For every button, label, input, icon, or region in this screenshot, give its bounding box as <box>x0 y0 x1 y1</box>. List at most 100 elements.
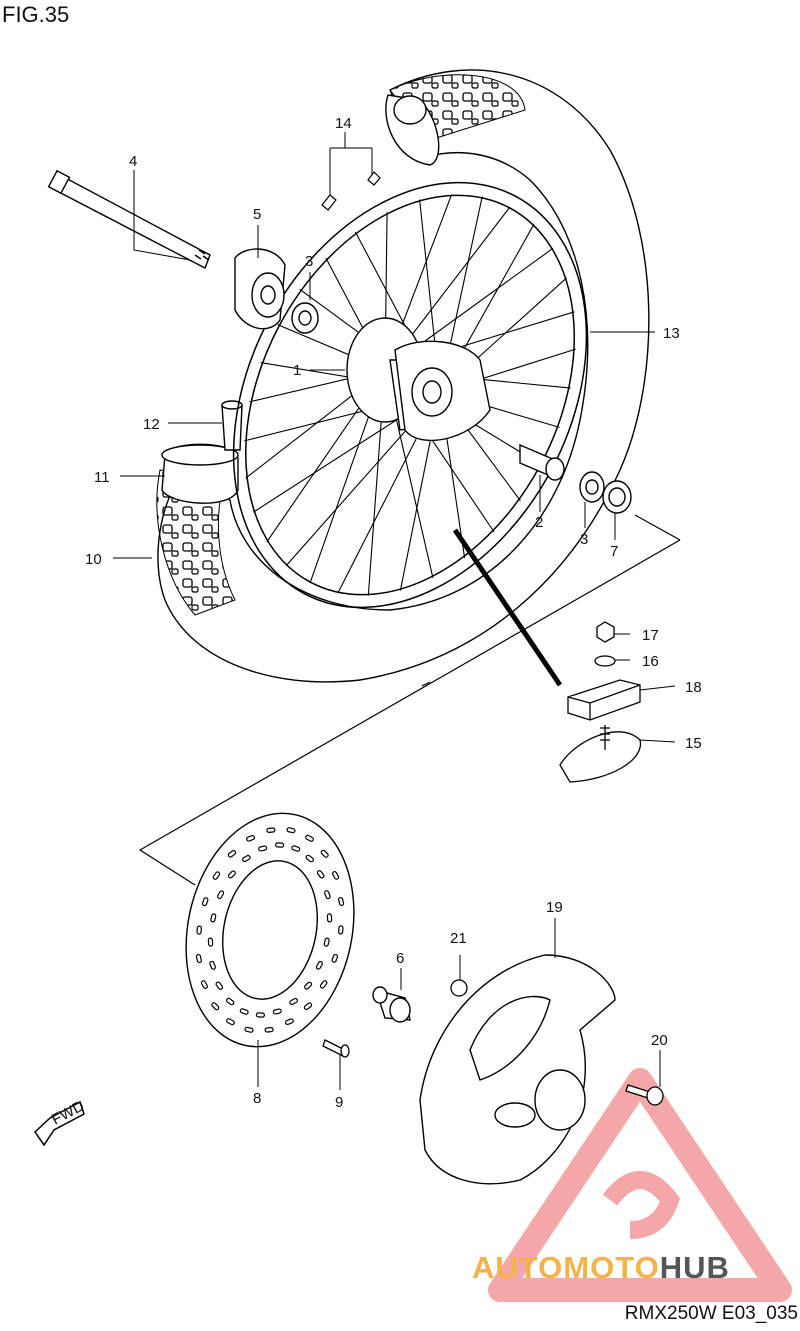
disc-hole <box>207 937 214 947</box>
callout-15: 15 <box>685 735 702 752</box>
disc-hole <box>332 871 340 880</box>
disc-hole <box>324 890 331 900</box>
disc-cover <box>419 954 616 1185</box>
disc-hole <box>319 980 328 989</box>
bolt-20 <box>625 1084 664 1106</box>
callout-6: 6 <box>396 950 404 967</box>
callout-3-top: 3 <box>305 253 313 270</box>
disc-hole <box>272 1008 282 1015</box>
disc-hole <box>264 1027 274 1033</box>
disc-hole <box>212 871 221 880</box>
callout-21: 21 <box>450 930 467 947</box>
tire <box>156 69 650 683</box>
disc-hole <box>244 1026 254 1033</box>
callout-11: 11 <box>94 469 110 486</box>
disc-hole <box>303 1002 313 1011</box>
disc-hole <box>210 913 217 923</box>
callout-12: 12 <box>143 416 160 433</box>
disc-hole <box>201 897 209 907</box>
callout-19: 19 <box>546 899 563 916</box>
nut-21 <box>450 979 468 997</box>
callout-2: 2 <box>535 514 543 531</box>
inner-tube-upper <box>385 94 440 166</box>
callout-5: 5 <box>253 206 261 223</box>
disc-hole <box>209 960 216 970</box>
callout-3-bottom: 3 <box>580 531 588 548</box>
tube-valve <box>221 400 243 451</box>
disc-hole <box>217 890 225 900</box>
disc-hole <box>305 834 314 842</box>
disc-hole <box>338 896 345 907</box>
spoke-nipples-14 <box>321 171 381 211</box>
callout-20: 20 <box>651 1032 668 1049</box>
collar-6 <box>372 986 411 1023</box>
disc-holes <box>195 827 345 1033</box>
disc-hole <box>284 1018 294 1026</box>
disc-hole <box>326 913 333 923</box>
watermark-part1: AUTOMOTO <box>472 1250 660 1285</box>
disc-hole <box>239 1008 249 1015</box>
callouts: 1 2 3 3 4 5 6 7 8 9 10 11 12 13 14 15 16… <box>85 115 702 1111</box>
figure-code: RMX250W E03_035 <box>624 1303 798 1324</box>
disc-hole <box>211 1002 220 1011</box>
watermark-part2: HUB <box>659 1250 730 1285</box>
callout-13: 13 <box>663 325 680 342</box>
disc-hole <box>195 953 202 964</box>
disc-hole <box>338 925 344 935</box>
callout-4: 4 <box>129 153 137 170</box>
rim-lock-15 <box>559 725 642 783</box>
disc-hole <box>226 1018 235 1026</box>
callout-16: 16 <box>642 653 659 670</box>
washer-16 <box>594 655 616 667</box>
spacer-2 <box>519 443 565 481</box>
disc-hole <box>331 953 339 963</box>
disc-hole <box>226 997 235 1006</box>
explode-boundary <box>138 514 681 886</box>
nut-17 <box>596 621 615 643</box>
seal-3-left <box>291 302 319 334</box>
disc-hole <box>242 854 251 863</box>
disc-hole <box>246 834 256 842</box>
disc-hole <box>315 960 323 970</box>
inner-tube <box>161 443 239 504</box>
callout-10: 10 <box>85 551 102 568</box>
rim-lock-pointer <box>452 528 563 687</box>
disc-hole <box>305 854 314 863</box>
bolt-9 <box>322 1039 350 1058</box>
watermark-wordmark: AUTOMOTOHUB <box>472 1250 730 1286</box>
wheel-hub <box>346 317 491 442</box>
forward-arrow: FWD <box>34 1097 87 1147</box>
disc-hole <box>227 870 236 879</box>
disc-hole <box>227 849 237 858</box>
callout-8: 8 <box>253 1090 261 1107</box>
disc-hole <box>266 827 276 833</box>
disc-hole <box>215 981 224 990</box>
figure-title: FIG.35 <box>2 2 70 27</box>
callout-9: 9 <box>335 1094 343 1111</box>
rim-lock-block-18 <box>567 679 641 721</box>
callout-7: 7 <box>610 543 618 560</box>
brake-disc <box>185 812 355 1048</box>
axle <box>47 169 211 269</box>
watermark-logo <box>488 1068 792 1302</box>
callout-1: 1 <box>293 362 301 379</box>
fwd-label: FWD <box>49 1097 87 1128</box>
spacer-5 <box>234 248 286 330</box>
disc-hole <box>320 849 329 858</box>
disc-hole <box>323 937 330 947</box>
disc-hole <box>304 981 313 990</box>
leader-lines <box>113 132 676 1090</box>
callout-18: 18 <box>685 679 702 696</box>
disc-hole <box>200 980 208 989</box>
bearing-7 <box>602 480 632 514</box>
disc-hole <box>286 827 296 834</box>
disc-hole <box>196 925 202 935</box>
disc-hole <box>275 842 285 848</box>
disc-hole <box>291 845 301 852</box>
disc-hole <box>289 997 298 1006</box>
disc-hole <box>258 845 268 852</box>
callout-14: 14 <box>335 115 352 132</box>
seal-3-right <box>579 471 605 503</box>
disc-hole <box>316 870 325 879</box>
